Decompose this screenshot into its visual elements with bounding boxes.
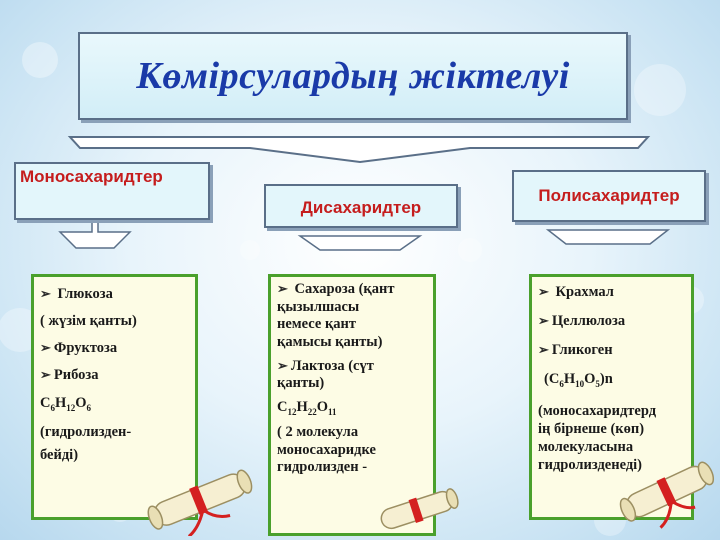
- formula-o: О: [584, 371, 596, 388]
- note-line: бейді): [40, 446, 79, 463]
- arrowhead-bullet-icon: ➢: [277, 281, 288, 296]
- arrowhead-bullet-icon: ➢: [40, 286, 51, 301]
- formula-h: Н: [563, 371, 576, 388]
- arrowhead-bullet-icon: ➢: [40, 367, 51, 383]
- note-line: ің бірнеше (көп): [538, 420, 645, 437]
- category-poly-label: Полисахаридтер: [538, 186, 680, 205]
- formula-o: О: [316, 399, 329, 416]
- category-di: Дисахаридтер: [264, 184, 458, 228]
- list-item-label: Фруктоза: [53, 340, 118, 357]
- diploma-scroll-icon: [147, 469, 253, 536]
- list-item-label: Целлюлоза: [551, 313, 626, 330]
- list-item: ➢ Глюкоза: [40, 285, 189, 303]
- list-item-label: Лактоза (сүт: [290, 357, 374, 374]
- formula-c: (С: [544, 371, 560, 388]
- page-title: Көмірсулардың жіктелуі: [136, 55, 570, 97]
- formula: С6Н12О6: [40, 394, 189, 414]
- diploma-scroll-icon: [380, 488, 459, 530]
- list-item-label: Сахароза (қант: [294, 281, 395, 297]
- arrowhead-bullet-icon: ➢: [538, 342, 549, 358]
- formula-sub: 12: [66, 402, 76, 413]
- list-item-label: Гликоген: [551, 342, 613, 359]
- arrowhead-bullet-icon: ➢: [277, 357, 288, 373]
- diploma-scroll-icon: [619, 461, 715, 529]
- list-item: ➢Рибоза: [40, 366, 189, 384]
- note-line: (гидролизден-: [40, 423, 132, 440]
- formula-sub: 12: [287, 407, 297, 418]
- note: бейді): [40, 446, 189, 464]
- title-down-arrow: [67, 136, 651, 164]
- formula-h: Н: [296, 399, 308, 416]
- list-item-label: Глюкоза: [57, 286, 113, 302]
- note-line: моносахаридке: [277, 441, 376, 458]
- note-line: гидролизденеді): [538, 456, 643, 473]
- title-box: Көмірсулардың жіктелуі: [78, 32, 628, 120]
- list-item: ➢Гликоген: [538, 341, 685, 359]
- list-item-label: қызылшасы: [277, 298, 360, 315]
- formula-c: С: [277, 399, 288, 416]
- note-line: (моносахаридтерд: [538, 402, 657, 419]
- list-item-note-text: ( жүзім қанты): [40, 313, 137, 330]
- formula-o: О: [75, 394, 87, 411]
- list-item-note: ( жүзім қанты): [40, 312, 189, 330]
- arrowhead-bullet-icon: ➢: [538, 313, 549, 329]
- arrowhead-bullet-icon: ➢: [538, 284, 549, 299]
- formula-sub: 5: [595, 379, 600, 390]
- formula-h: Н: [54, 394, 67, 411]
- note-line: ( 2 молекула: [277, 423, 359, 440]
- category-poly: Полисахаридтер: [512, 170, 706, 222]
- formula: (С6Н10О5)n: [538, 370, 685, 390]
- card-mono: ➢ Глюкоза ( жүзім қанты) ➢Фруктоза ➢Рибо…: [31, 274, 198, 520]
- arrowhead-bullet-icon: ➢: [40, 340, 51, 356]
- list-item: ➢Целлюлоза: [538, 312, 685, 330]
- category-di-label: Дисахаридтер: [300, 198, 422, 217]
- category-mono-label: Моносахаридтер: [20, 167, 163, 186]
- formula-c: С: [40, 394, 51, 411]
- list-item-label: немесе қант: [277, 316, 357, 333]
- category-mono: Моносахаридтер: [14, 162, 210, 220]
- list-item-label: қамысы қанты): [277, 334, 383, 351]
- poly-down-arrow: [545, 229, 671, 245]
- formula: С12Н22О11: [277, 399, 427, 418]
- note: (гидролизден-: [40, 423, 189, 441]
- di-down-arrow: [297, 235, 423, 251]
- formula-sub: 22: [307, 407, 317, 418]
- formula-sub: 6: [86, 402, 92, 413]
- mono-down-arrow: [58, 221, 132, 249]
- note-line: гидролизден -: [277, 459, 368, 476]
- list-item-label: Крахмал: [555, 284, 614, 300]
- formula-sub: 6: [559, 379, 564, 390]
- list-item-label: Рибоза: [53, 367, 99, 384]
- list-item: ➢ Крахмал: [538, 283, 685, 301]
- list-item-label: қанты): [277, 375, 325, 392]
- note-line: молекуласына: [538, 438, 634, 455]
- list-item: ➢Фруктоза: [40, 339, 189, 357]
- formula-sub: 6: [50, 402, 55, 413]
- formula-close: )n: [599, 371, 613, 388]
- formula-sub: 10: [575, 379, 585, 390]
- formula-sub: 11: [328, 407, 337, 418]
